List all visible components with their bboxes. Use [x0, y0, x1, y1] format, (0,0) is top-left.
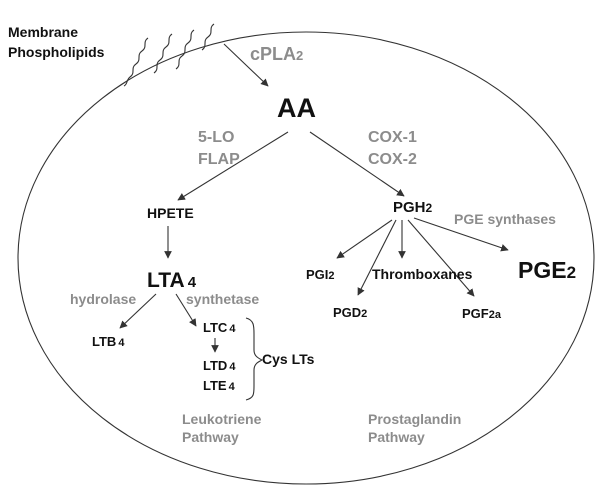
leukotriene-pathway-line2: Pathway [182, 429, 239, 445]
5lo-label: 5-LO [198, 129, 234, 146]
cell-membrane-boundary [17, 31, 595, 485]
pge-synthases-label: PGE synthases [454, 211, 556, 227]
cys-lts-label: Cys LTs [262, 351, 315, 367]
pgf2a-label: PGF2a [462, 306, 502, 321]
cox2-label: COX-2 [368, 151, 417, 168]
leukotriene-pathway-line1: Leukotriene [182, 411, 262, 427]
hpete-label: HPETE [147, 205, 194, 221]
cys-lts-brace [245, 317, 264, 401]
prostaglandin-pathway-line2: Pathway [368, 429, 425, 445]
aa-label: AA [277, 93, 316, 123]
thromboxanes-label: Thromboxanes [372, 266, 473, 282]
pge2-label: PGE2 [518, 257, 576, 283]
prostaglandin-pathway-line1: Prostaglandin [368, 411, 461, 427]
cox1-label: COX-1 [368, 129, 417, 146]
arrow-membrane-to-aa [223, 43, 269, 87]
pgh2-label: PGH2 [393, 199, 433, 216]
arrow-pgh2-to-pge2 [413, 217, 509, 252]
arrow-pgh2-to-pgd2 [357, 219, 397, 296]
arrow-pgh2-to-pgf2a [407, 219, 475, 297]
cpla2-label: cPLA2 [250, 44, 303, 64]
arrow-pgh2-to-pgi2 [336, 219, 393, 259]
arrow-aa-to-pgh2 [309, 131, 405, 197]
synthetase-label: synthetase [186, 291, 259, 307]
membrane-label-line1: Membrane [8, 24, 78, 40]
arrow-lta4-to-ltb4 [119, 293, 157, 329]
flap-label: FLAP [198, 151, 240, 168]
hydrolase-label: hydrolase [70, 291, 136, 307]
phospholipid-squiggles [123, 23, 215, 87]
arrow-lta4-to-ltc4 [175, 293, 197, 327]
arrow-aa-to-hpete [177, 131, 289, 201]
pgd2-label: PGD2 [333, 305, 367, 320]
membrane-label-line2: Phospholipids [8, 44, 105, 60]
pgi2-label: PGI2 [306, 267, 335, 282]
